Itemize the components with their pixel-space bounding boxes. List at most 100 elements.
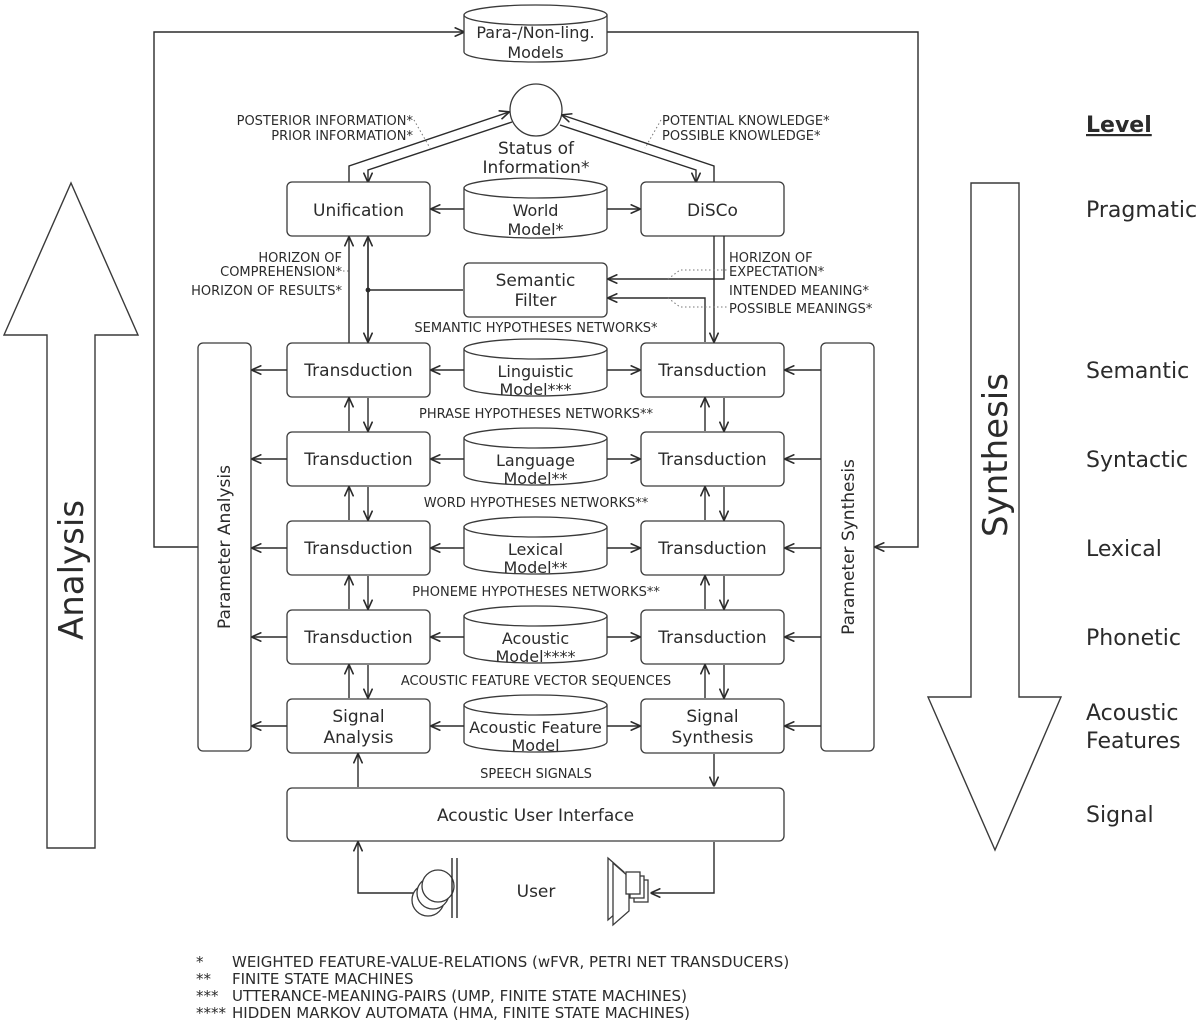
signal-analysis-label-2: Analysis	[323, 728, 393, 748]
para-models-label-1: Para-/Non-ling.	[476, 23, 594, 42]
transduction-synthesis-lexical	[640, 520, 785, 576]
user-io: User	[358, 842, 715, 927]
level-pragmatic: Pragmatic	[1086, 198, 1197, 223]
acoustic-user-interface: Acoustic User Interface	[286, 787, 785, 842]
semantic-to-pragmatic-links	[349, 236, 725, 343]
level-signal: Signal	[1086, 803, 1154, 828]
transduction-synthesis-phonetic	[640, 609, 785, 665]
possible-knowledge-label: POSSIBLE KNOWLEDGE*	[662, 129, 821, 144]
acoustic-model-cylinder	[463, 605, 608, 627]
para-models-label-2: Models	[507, 43, 563, 62]
world-model-label-2: Model*	[507, 220, 563, 239]
analysis-arrow: Analysis	[2, 181, 140, 849]
unification-label: Unification	[313, 201, 404, 221]
phrase-hypotheses-networks-label: PHRASE HYPOTHESES NETWORKS**	[419, 407, 653, 422]
footnote-mark-1: *	[196, 953, 204, 971]
footnote-text-1: WEIGHTED FEATURE-VALUE-RELATIONS (wFVR, …	[232, 953, 789, 971]
status-of-information: Status of Information*	[483, 83, 589, 178]
horizon-expectation-2: EXPECTATION*	[729, 265, 825, 280]
transduction-synthesis-semantic	[640, 342, 785, 398]
level-acoustic-features-1: Acoustic	[1086, 701, 1178, 726]
transduction-label: Transduction	[303, 628, 412, 648]
semantic-row: Transduction Linguistic Model*** Transdu…	[252, 338, 821, 399]
footnote-mark-4: ****	[196, 1004, 227, 1022]
level-lexical: Lexical	[1086, 537, 1162, 562]
footnote-text-4: HIDDEN MARKOV AUTOMATA (HMA, FINITE STAT…	[232, 1004, 690, 1022]
intended-meaning-label: INTENDED MEANING*	[729, 284, 869, 299]
phoneme-hypotheses-networks-label: PHONEME HYPOTHESES NETWORKS**	[412, 585, 660, 600]
level-column: Level Pragmatic Semantic Syntactic Lexic…	[1086, 113, 1197, 828]
footnotes: * WEIGHTED FEATURE-VALUE-RELATIONS (wFVR…	[196, 953, 789, 1022]
horizon-expectation-1: HORIZON OF	[729, 251, 813, 266]
signal-synthesis-label-2: Synthesis	[672, 728, 754, 748]
syntactic-row: Transduction Language Model** Transducti…	[252, 427, 821, 488]
acoustic-feature-vector-sequences-label: ACOUSTIC FEATURE VECTOR SEQUENCES	[401, 674, 671, 689]
world-model-label-1: World	[513, 201, 559, 220]
lexical-model-cylinder	[463, 516, 608, 538]
loudspeaker-icon	[607, 856, 649, 927]
level-header: Level	[1086, 113, 1152, 138]
acoustic-model-label-2: Model****	[495, 647, 575, 666]
language-model-label-2: Model**	[503, 469, 567, 488]
acoustic-user-interface-label: Acoustic User Interface	[437, 806, 634, 826]
acoustic-feature-model-label-1: Acoustic Feature	[469, 718, 602, 737]
horizon-comprehension-1: HORIZON OF	[258, 251, 342, 266]
transduction-label: Transduction	[657, 361, 766, 381]
analysis-label: Analysis	[52, 500, 92, 640]
semantic-filter-box	[463, 262, 608, 318]
parameter-synthesis: Parameter Synthesis	[820, 342, 875, 752]
para-non-linguistic-models: Para-/Non-ling. Models	[463, 4, 608, 63]
junction-dot	[365, 287, 371, 293]
world-model-cylinder	[463, 177, 608, 199]
signal-analysis-label-1: Signal	[332, 707, 384, 727]
synthesis-arrow: Synthesis	[926, 182, 1063, 852]
lexical-model-label-1: Lexical	[508, 540, 563, 559]
acoustic-feature-model-label-2: Model	[511, 736, 559, 755]
footnote-mark-2: **	[196, 970, 212, 988]
unification-box	[286, 181, 431, 237]
linguistic-model-label-1: Linguistic	[497, 362, 573, 381]
horizon-labels: HORIZON OF COMPREHENSION* HORIZON OF RES…	[191, 251, 873, 317]
word-hypotheses-networks-label: WORD HYPOTHESES NETWORKS**	[424, 496, 649, 511]
parameter-synthesis-label: Parameter Synthesis	[839, 459, 859, 635]
lexical-model-label-2: Model**	[503, 558, 567, 577]
status-arrows	[348, 112, 715, 182]
disco-box	[640, 181, 785, 237]
language-model-label-1: Language	[496, 451, 575, 470]
acoustic-model-label-1: Acoustic	[502, 629, 569, 648]
possible-meanings-label: POSSIBLE MEANINGS*	[729, 302, 873, 317]
semantic-filter-label-2: Filter	[514, 291, 556, 311]
semantic-filter-label-1: Semantic	[496, 271, 576, 291]
acoustic-feature-model-cylinder	[463, 694, 608, 716]
signal-synthesis-box	[640, 698, 785, 754]
user-label: User	[517, 882, 556, 902]
transduction-label: Transduction	[657, 628, 766, 648]
level-syntactic: Syntactic	[1086, 448, 1188, 473]
level-semantic: Semantic	[1086, 359, 1189, 384]
parameter-analysis: Parameter Analysis	[197, 342, 252, 752]
linguistic-model-label-2: Model***	[499, 380, 571, 399]
transduction-label: Transduction	[657, 450, 766, 470]
parameter-analysis-label: Parameter Analysis	[215, 465, 235, 629]
transduction-label: Transduction	[303, 539, 412, 559]
transduction-label: Transduction	[303, 450, 412, 470]
pragmatic-row: Unification World Model* DiSCo	[286, 177, 785, 239]
semantic-filter: Semantic Filter	[463, 262, 608, 318]
information-labels: POSTERIOR INFORMATION* PRIOR INFORMATION…	[237, 114, 830, 149]
horizon-results: HORIZON OF RESULTS*	[191, 284, 342, 299]
disco-label: DiSCo	[687, 201, 738, 221]
phonetic-row: Transduction Acoustic Model**** Transduc…	[252, 605, 821, 666]
transduction-label: Transduction	[303, 361, 412, 381]
inter-level-links	[349, 398, 724, 787]
transduction-label: Transduction	[657, 539, 766, 559]
semantic-hypotheses-networks-label: SEMANTIC HYPOTHESES NETWORKS*	[414, 321, 658, 336]
synthesis-label: Synthesis	[976, 373, 1016, 537]
footnote-text-3: UTTERANCE-MEANING-PAIRS (UMP, FINITE STA…	[232, 987, 687, 1005]
footnote-text-2: FINITE STATE MACHINES	[232, 970, 413, 988]
top-loop-lines	[153, 32, 919, 547]
horizon-comprehension-2: COMPREHENSION*	[220, 265, 342, 280]
footnote-mark-3: ***	[196, 987, 219, 1005]
status-label-1: Status of	[498, 139, 575, 159]
lexical-row: Transduction Lexical Model** Transductio…	[252, 516, 821, 577]
